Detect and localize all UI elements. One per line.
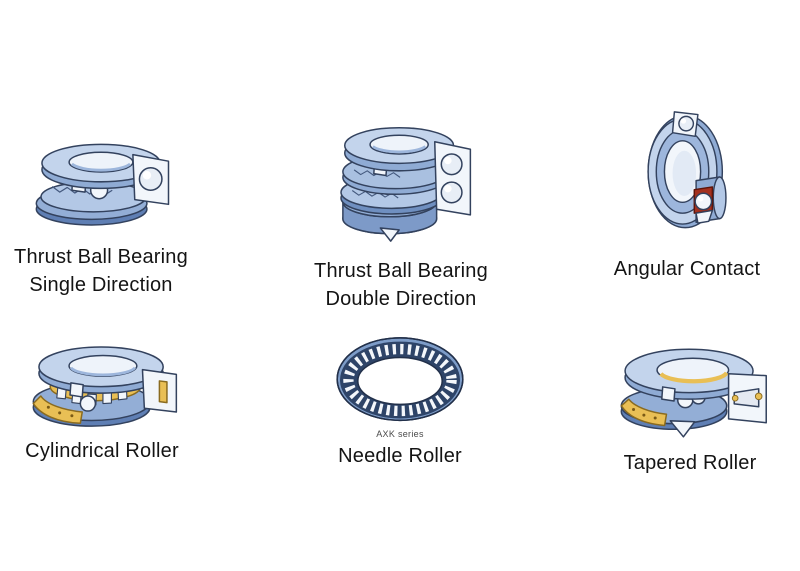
cylindrical-roller-illustration bbox=[32, 346, 178, 428]
cylindrical-roller-art bbox=[7, 332, 197, 434]
angular-contact-art bbox=[592, 94, 782, 252]
bearing-label: Cylindrical Roller bbox=[25, 438, 179, 466]
thrust-single-art bbox=[6, 108, 196, 240]
bearing-label: Needle Roller bbox=[338, 443, 462, 471]
thrust-double-art bbox=[306, 102, 496, 254]
bearing-item-needle-roller: AXK series Needle Roller bbox=[305, 334, 495, 471]
thrust-ball-single-illustration bbox=[35, 143, 170, 226]
bearing-label-line: Tapered Roller bbox=[623, 452, 757, 474]
series-caption: AXK series bbox=[376, 429, 424, 439]
bearing-item-thrust-double: Thrust Ball Bearing Double Direction bbox=[306, 102, 496, 313]
bearing-label-line: Thrust Ball Bearing bbox=[314, 260, 488, 282]
bearing-label-line: Needle Roller bbox=[338, 445, 462, 467]
angular-contact-illustration bbox=[646, 110, 727, 229]
bearing-label: Angular Contact bbox=[614, 256, 760, 284]
bearing-label: Thrust Ball Bearing Double Direction bbox=[314, 258, 488, 313]
thrust-ball-double-illustration bbox=[340, 126, 472, 242]
bearing-label-line: Thrust Ball Bearing bbox=[14, 246, 188, 268]
bearing-label-line: Cylindrical Roller bbox=[25, 440, 179, 462]
tapered-roller-art bbox=[595, 334, 785, 446]
bearing-item-angular-contact: Angular Contact bbox=[592, 94, 782, 284]
bearing-label-line: Double Direction bbox=[325, 287, 477, 310]
needle-roller-art bbox=[305, 334, 495, 426]
bearing-label-line: Angular Contact bbox=[613, 258, 761, 280]
bearing-label-line: Single Direction bbox=[29, 273, 173, 296]
bearing-label: Thrust Ball Bearing Single Direction bbox=[14, 244, 188, 299]
needle-roller-illustration bbox=[336, 337, 464, 422]
bearing-item-cylindrical-roller: Cylindrical Roller bbox=[7, 332, 197, 466]
bearing-item-thrust-single: Thrust Ball Bearing Single Direction bbox=[6, 108, 196, 299]
bearing-label: Tapered Roller bbox=[624, 450, 757, 478]
bearing-item-tapered-roller: Tapered Roller bbox=[595, 334, 785, 478]
tapered-roller-illustration bbox=[620, 348, 767, 438]
